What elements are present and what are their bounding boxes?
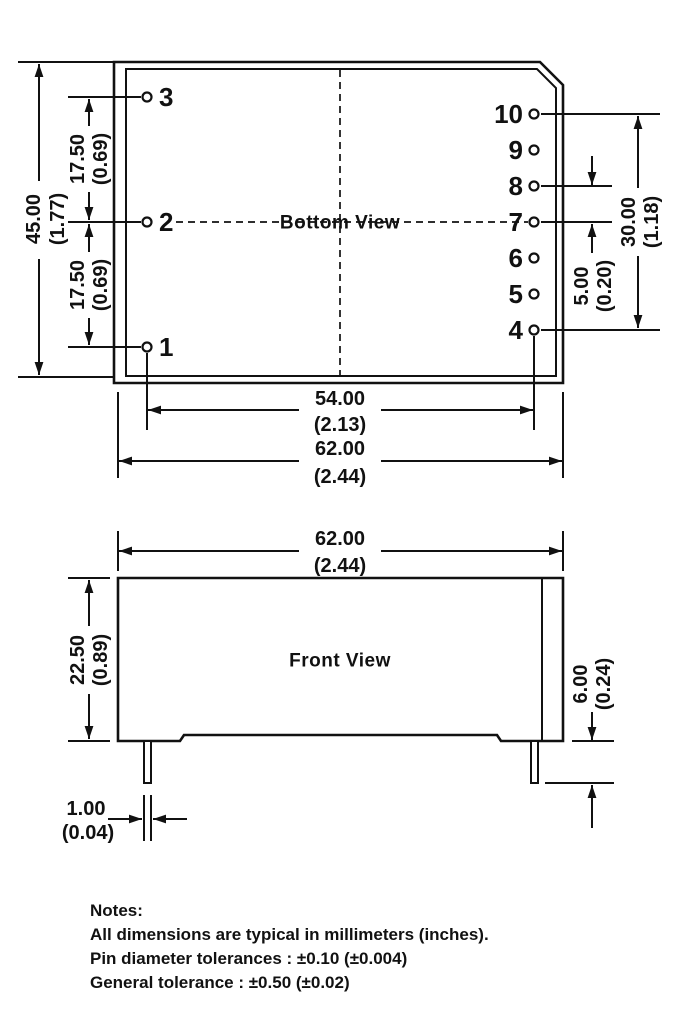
bottom-view-inner-outline	[125, 68, 557, 377]
front-view-outline	[116, 576, 565, 743]
pin-10-circle	[528, 108, 540, 120]
dim-overall-width-in: (2.44)	[314, 466, 366, 488]
pin-4-label: 4	[509, 315, 524, 345]
dim-front-width-in: (2.44)	[314, 555, 366, 577]
notes-line-1: All dimensions are typical in millimeter…	[90, 925, 489, 944]
pin-7-circle	[528, 216, 540, 228]
dim-text-mask	[66, 626, 112, 694]
front-view-title: Front View	[289, 651, 391, 672]
bottom-view: 45.00 (1.77) 17.50 (0.69) 17.50 (0.69) 3…	[18, 60, 663, 488]
dim-body-height-in: (0.89)	[90, 634, 112, 686]
pin-9-label: 9	[509, 135, 523, 165]
pin-5-label: 5	[509, 279, 523, 309]
front-right-pin	[530, 740, 539, 784]
pin-1-circle	[141, 341, 153, 353]
dim-body-height-mm: 22.50	[67, 635, 89, 685]
pin-5-circle	[528, 288, 540, 300]
dim-left-pitch-upper-in: (0.69)	[90, 133, 112, 185]
notes-line-2: Pin diameter tolerances : ±0.10 (±0.004)	[90, 949, 407, 968]
dim-pin-length-in: (0.24)	[593, 658, 615, 710]
pin-9-circle	[528, 144, 540, 156]
dim-right-span-mm: 30.00	[618, 197, 640, 247]
dim-text-mask	[67, 252, 111, 318]
dim-pin-span-in: (2.13)	[314, 414, 366, 436]
dim-right-pitch-in: (0.20)	[594, 260, 616, 312]
pin-3-label: 3	[159, 82, 173, 112]
dim-left-pitch-upper-mm: 17.50	[67, 134, 89, 184]
dim-left-pitch-lower-mm: 17.50	[67, 260, 89, 310]
pin-10-label: 10	[494, 99, 523, 129]
dim-overall-height-in: (1.77)	[47, 193, 69, 245]
dim-text-mask	[67, 126, 111, 192]
front-left-pin	[143, 740, 152, 784]
dim-right-pitch-mm: 5.00	[571, 267, 593, 306]
dim-text-mask	[21, 181, 68, 259]
dim-pin-width-in: (0.04)	[62, 822, 114, 844]
front-view: 62.00 (2.44) Front View 22.50 (0.89) 6.0…	[62, 528, 615, 844]
notes-line-3: General tolerance : ±0.50 (±0.02)	[90, 973, 350, 992]
pin-6-circle	[528, 252, 540, 264]
pin-3-circle	[141, 91, 153, 103]
dim-pin-length-mm: 6.00	[570, 665, 592, 704]
pin-7-label: 7	[509, 207, 523, 237]
dim-pin-width-mm: 1.00	[67, 798, 106, 820]
dim-right-span-in: (1.18)	[641, 196, 663, 248]
bottom-view-title: Bottom View	[280, 213, 400, 234]
pin-8-label: 8	[509, 171, 523, 201]
notes-heading: Notes:	[90, 901, 143, 920]
pin-1-label: 1	[159, 332, 173, 362]
pin-8-circle	[528, 180, 540, 192]
dim-overall-height-mm: 45.00	[23, 194, 45, 244]
dim-overall-width-mm: 62.00	[315, 438, 365, 460]
dim-left-pitch-lower-in: (0.69)	[90, 259, 112, 311]
dim-text-mask	[616, 188, 662, 256]
pin-6-label: 6	[509, 243, 523, 273]
pin-4-circle	[528, 324, 540, 336]
pin-2-label: 2	[159, 207, 173, 237]
dim-pin-span-mm: 54.00	[315, 388, 365, 410]
pin-2-circle	[141, 216, 153, 228]
dim-front-width-mm: 62.00	[315, 528, 365, 550]
notes-block: Notes: All dimensions are typical in mil…	[90, 901, 489, 992]
